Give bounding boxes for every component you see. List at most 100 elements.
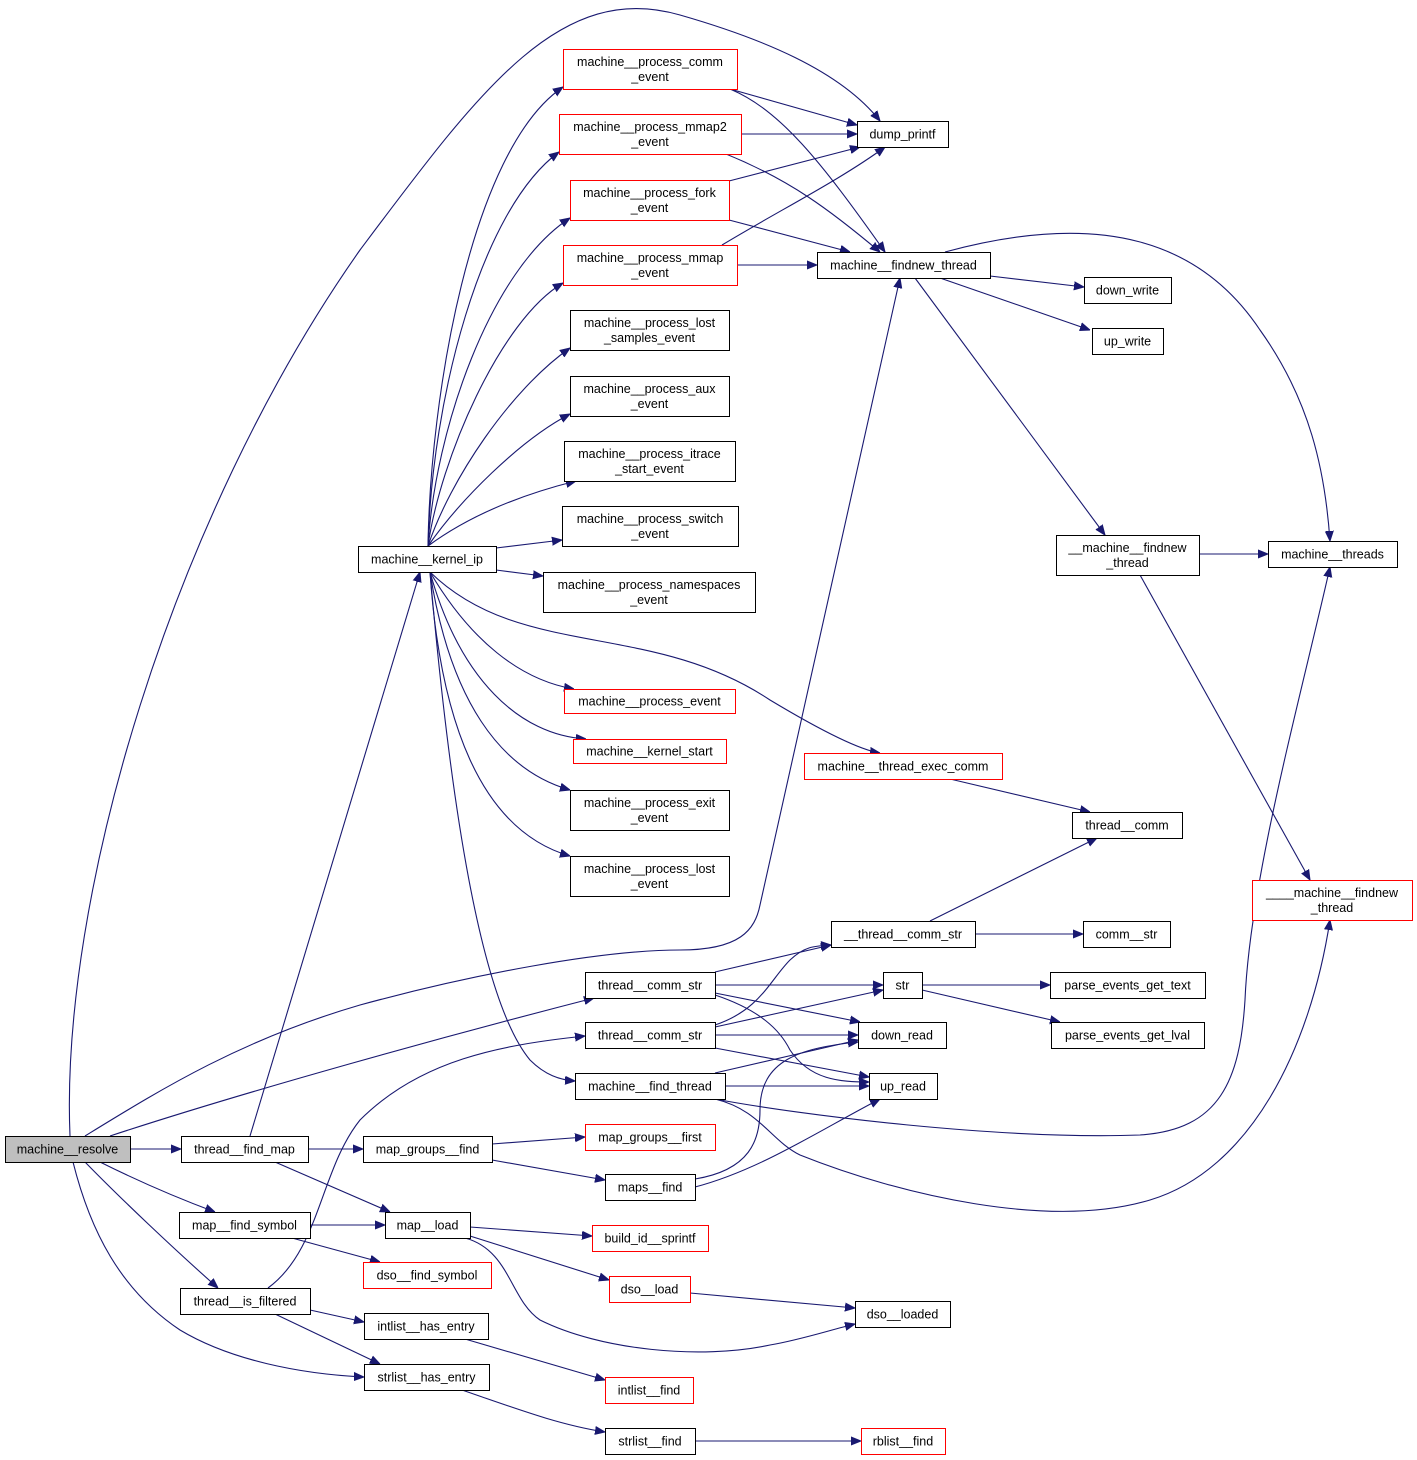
node-dso__load[interactable]: dso__load xyxy=(609,1276,691,1303)
node-box[interactable] xyxy=(1072,812,1183,839)
node-box[interactable] xyxy=(605,1174,696,1201)
node-box[interactable] xyxy=(570,310,730,351)
node-machine__process_exit_event[interactable]: machine__process_exit_event xyxy=(570,790,730,831)
node-box[interactable] xyxy=(179,1212,311,1239)
node-box[interactable] xyxy=(563,245,738,286)
node-box[interactable] xyxy=(1056,535,1200,576)
node-box[interactable] xyxy=(609,1276,691,1303)
node-box[interactable] xyxy=(5,1136,131,1163)
node-intlist__has_entry[interactable]: intlist__has_entry xyxy=(364,1313,489,1340)
node-box[interactable] xyxy=(570,376,730,417)
node-machine__process_switch_event[interactable]: machine__process_switch_event xyxy=(562,506,739,547)
node-thread__is_filtered[interactable]: thread__is_filtered xyxy=(180,1288,311,1315)
node-str[interactable]: str xyxy=(883,972,923,999)
node-up_write[interactable]: up_write xyxy=(1092,328,1164,355)
node-machine__process_mmap_event[interactable]: machine__process_mmap_event xyxy=(563,245,738,286)
node-box[interactable] xyxy=(861,1428,946,1455)
node-machine__process_event[interactable]: machine__process_event xyxy=(564,689,736,714)
node-dso__loaded[interactable]: dso__loaded xyxy=(855,1301,951,1328)
node-box[interactable] xyxy=(573,739,727,764)
node-dump_printf[interactable]: dump_printf xyxy=(857,121,949,148)
node-machine__thread_exec_comm[interactable]: machine__thread_exec_comm xyxy=(804,753,1003,780)
node-thread__find_map[interactable]: thread__find_map xyxy=(181,1136,309,1163)
node-box[interactable] xyxy=(1050,972,1206,999)
node-machine__resolve[interactable]: machine__resolve xyxy=(5,1136,131,1163)
node-map__load[interactable]: map__load xyxy=(385,1212,471,1239)
node-machine__findnew_thread[interactable]: machine__findnew_thread xyxy=(817,252,991,279)
node-machine__process_lost_samples_event[interactable]: machine__process_lost_samples_event xyxy=(570,310,730,351)
node-intlist__find[interactable]: intlist__find xyxy=(605,1377,694,1404)
node-__machine__findnew_thread[interactable]: __machine__findnew_thread xyxy=(1056,535,1200,576)
node-box[interactable] xyxy=(1051,1022,1205,1049)
node-box[interactable] xyxy=(817,252,991,279)
node-machine__threads[interactable]: machine__threads xyxy=(1268,541,1398,568)
node-box[interactable] xyxy=(559,114,742,155)
node-box[interactable] xyxy=(575,1073,726,1100)
node-box[interactable] xyxy=(605,1428,696,1455)
node-box[interactable] xyxy=(1252,880,1413,921)
node-box[interactable] xyxy=(585,972,716,999)
node-comm__str[interactable]: comm__str xyxy=(1083,921,1171,948)
node-box[interactable] xyxy=(570,180,730,221)
node-box[interactable] xyxy=(869,1073,938,1100)
node-box[interactable] xyxy=(1268,541,1398,568)
node-down_write[interactable]: down_write xyxy=(1084,277,1172,304)
node-down_read[interactable]: down_read xyxy=(858,1022,947,1049)
node-box[interactable] xyxy=(364,1313,489,1340)
node-map__find_symbol[interactable]: map__find_symbol xyxy=(179,1212,311,1239)
node-box[interactable] xyxy=(363,1136,493,1163)
node-maps__find[interactable]: maps__find xyxy=(605,1174,696,1201)
node-box[interactable] xyxy=(181,1136,309,1163)
node-box[interactable] xyxy=(804,753,1003,780)
node-map_groups__find[interactable]: map_groups__find xyxy=(363,1136,493,1163)
node-box[interactable] xyxy=(570,790,730,831)
node-machine__kernel_ip[interactable]: machine__kernel_ip xyxy=(358,546,497,573)
node-box[interactable] xyxy=(364,1364,490,1391)
node-machine__process_comm_event[interactable]: machine__process_comm_event xyxy=(563,49,738,90)
node-box[interactable] xyxy=(563,49,738,90)
node-box[interactable] xyxy=(585,1022,716,1049)
node-box[interactable] xyxy=(883,972,923,999)
node-machine__process_mmap2_event[interactable]: machine__process_mmap2_event xyxy=(559,114,742,155)
node-machine__process_itrace_start_event[interactable]: machine__process_itrace_start_event xyxy=(564,441,736,482)
node-machine__find_thread[interactable]: machine__find_thread xyxy=(575,1073,726,1100)
node-box[interactable] xyxy=(605,1377,694,1404)
node-thread__comm_str_1[interactable]: thread__comm_str xyxy=(585,972,716,999)
node-machine__kernel_start[interactable]: machine__kernel_start xyxy=(573,739,727,764)
node-box[interactable] xyxy=(855,1301,951,1328)
node-map_groups__first[interactable]: map_groups__first xyxy=(585,1124,716,1151)
node-machine__process_lost_event[interactable]: machine__process_lost_event xyxy=(570,856,730,897)
node-box[interactable] xyxy=(858,1022,947,1049)
node-box[interactable] xyxy=(358,546,497,573)
node-box[interactable] xyxy=(363,1262,492,1289)
node-box[interactable] xyxy=(1092,328,1164,355)
node-parse_events_get_lval[interactable]: parse_events_get_lval xyxy=(1051,1022,1205,1049)
node-thread__comm_str_2[interactable]: thread__comm_str xyxy=(585,1022,716,1049)
node-box[interactable] xyxy=(543,572,756,613)
node-box[interactable] xyxy=(385,1212,471,1239)
node-box[interactable] xyxy=(592,1225,709,1252)
node-box[interactable] xyxy=(564,689,736,714)
node-parse_events_get_text[interactable]: parse_events_get_text xyxy=(1050,972,1206,999)
node-strlist__has_entry[interactable]: strlist__has_entry xyxy=(364,1364,490,1391)
node-box[interactable] xyxy=(857,121,949,148)
node-dso__find_symbol[interactable]: dso__find_symbol xyxy=(363,1262,492,1289)
node-strlist__find[interactable]: strlist__find xyxy=(605,1428,696,1455)
node-____machine__findnew_thread[interactable]: ____machine__findnew_thread xyxy=(1252,880,1413,921)
node-machine__process_fork_event[interactable]: machine__process_fork_event xyxy=(570,180,730,221)
node-box[interactable] xyxy=(1084,277,1172,304)
node-box[interactable] xyxy=(180,1288,311,1315)
node-up_read[interactable]: up_read xyxy=(869,1073,938,1100)
node-box[interactable] xyxy=(562,506,739,547)
node-rblist__find[interactable]: rblist__find xyxy=(861,1428,946,1455)
node-build_id__sprintf[interactable]: build_id__sprintf xyxy=(592,1225,709,1252)
node-machine__process_aux_event[interactable]: machine__process_aux_event xyxy=(570,376,730,417)
node-thread__comm[interactable]: thread__comm xyxy=(1072,812,1183,839)
node-box[interactable] xyxy=(1083,921,1171,948)
node-__thread__comm_str[interactable]: __thread__comm_str xyxy=(831,921,976,948)
node-box[interactable] xyxy=(831,921,976,948)
node-machine__process_namespaces_event[interactable]: machine__process_namespaces_event xyxy=(543,572,756,613)
node-box[interactable] xyxy=(570,856,730,897)
node-box[interactable] xyxy=(585,1124,716,1151)
node-box[interactable] xyxy=(564,441,736,482)
